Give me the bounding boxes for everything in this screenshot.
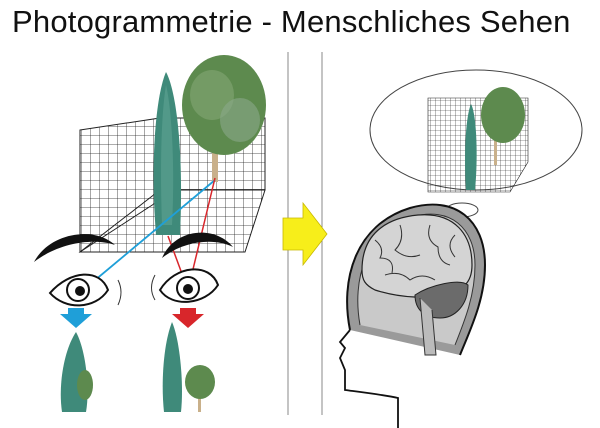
yellow-right-arrow[interactable] [282,201,328,267]
left-eye-image-trees [60,332,93,412]
left-eye [34,234,122,307]
head-with-brain [338,203,487,428]
left-eye-ray [81,179,216,292]
round-tree [182,55,266,182]
slide-title: Photogrammetrie - Menschliches Sehen [12,4,571,39]
blue-down-arrow [60,308,92,328]
red-down-arrow [172,308,204,328]
thought-bubble [369,69,583,244]
right-eye-image-trees [162,322,215,412]
cypress-tree [153,72,182,235]
right-eye [151,232,233,303]
